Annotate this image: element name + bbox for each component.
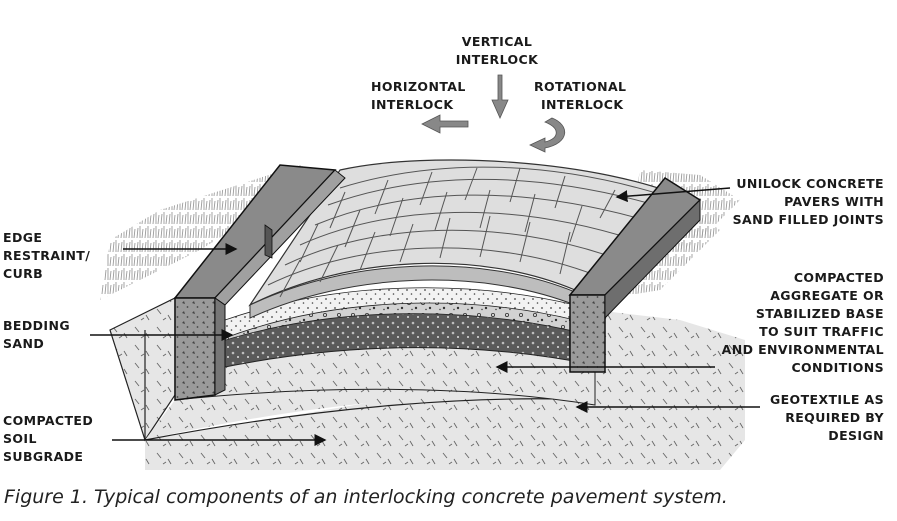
rotational-interlock-arrow — [529, 117, 566, 153]
svg-text:INTERLOCK: INTERLOCK — [456, 52, 539, 67]
leader-lines — [90, 187, 760, 446]
label-subgrade: COMPACTED SOIL SUBGRADE — [3, 413, 93, 464]
label-horizontal-interlock: HORIZONTAL INTERLOCK — [371, 79, 466, 112]
pavers-leader — [615, 187, 731, 203]
svg-text:COMPACTED: COMPACTED — [3, 413, 93, 428]
svg-text:STABILIZED BASE: STABILIZED BASE — [756, 306, 884, 321]
label-aggregate-base: COMPACTED AGGREGATE OR STABILIZED BASE T… — [722, 270, 884, 375]
figure-caption: Figure 1. Typical components of an inter… — [4, 486, 728, 508]
svg-text:VERTICAL: VERTICAL — [462, 34, 532, 49]
svg-text:UNILOCK CONCRETE: UNILOCK CONCRETE — [736, 176, 884, 191]
left-curb — [173, 164, 346, 401]
label-geotextile: GEOTEXTILE AS REQUIRED BY DESIGN — [770, 392, 884, 443]
svg-text:RESTRAINT/: RESTRAINT/ — [3, 248, 90, 263]
svg-text:CURB: CURB — [3, 266, 43, 281]
svg-text:HORIZONTAL: HORIZONTAL — [371, 79, 466, 94]
svg-text:PAVERS WITH: PAVERS WITH — [784, 194, 884, 209]
svg-text:SOIL: SOIL — [3, 431, 37, 446]
svg-text:INTERLOCK: INTERLOCK — [541, 97, 624, 112]
right-curb — [568, 177, 702, 373]
svg-text:BEDDING: BEDDING — [3, 318, 70, 333]
svg-text:EDGE: EDGE — [3, 230, 42, 245]
svg-text:AGGREGATE OR: AGGREGATE OR — [770, 288, 884, 303]
svg-text:COMPACTED: COMPACTED — [794, 270, 884, 285]
svg-text:SUBGRADE: SUBGRADE — [3, 449, 83, 464]
label-edge-restraint: EDGE RESTRAINT/ CURB — [3, 230, 90, 281]
svg-text:TO SUIT TRAFFIC: TO SUIT TRAFFIC — [759, 324, 884, 339]
label-rotational-interlock: ROTATIONAL INTERLOCK — [534, 79, 626, 112]
label-bedding-sand: BEDDING SAND — [3, 318, 70, 351]
svg-text:SAND FILLED JOINTS: SAND FILLED JOINTS — [733, 212, 884, 227]
svg-text:AND ENVIRONMENTAL: AND ENVIRONMENTAL — [722, 342, 884, 357]
svg-text:SAND: SAND — [3, 336, 44, 351]
svg-text:REQUIRED BY: REQUIRED BY — [785, 410, 884, 425]
svg-text:CONDITIONS: CONDITIONS — [791, 360, 884, 375]
vertical-interlock-arrow — [491, 74, 509, 119]
label-pavers: UNILOCK CONCRETE PAVERS WITH SAND FILLED… — [733, 176, 884, 227]
label-vertical-interlock: VERTICAL INTERLOCK — [456, 34, 539, 67]
horizontal-interlock-arrow — [421, 114, 469, 134]
svg-text:ROTATIONAL: ROTATIONAL — [534, 79, 626, 94]
svg-text:GEOTEXTILE AS: GEOTEXTILE AS — [770, 392, 884, 407]
svg-text:INTERLOCK: INTERLOCK — [371, 97, 454, 112]
svg-text:DESIGN: DESIGN — [828, 428, 884, 443]
